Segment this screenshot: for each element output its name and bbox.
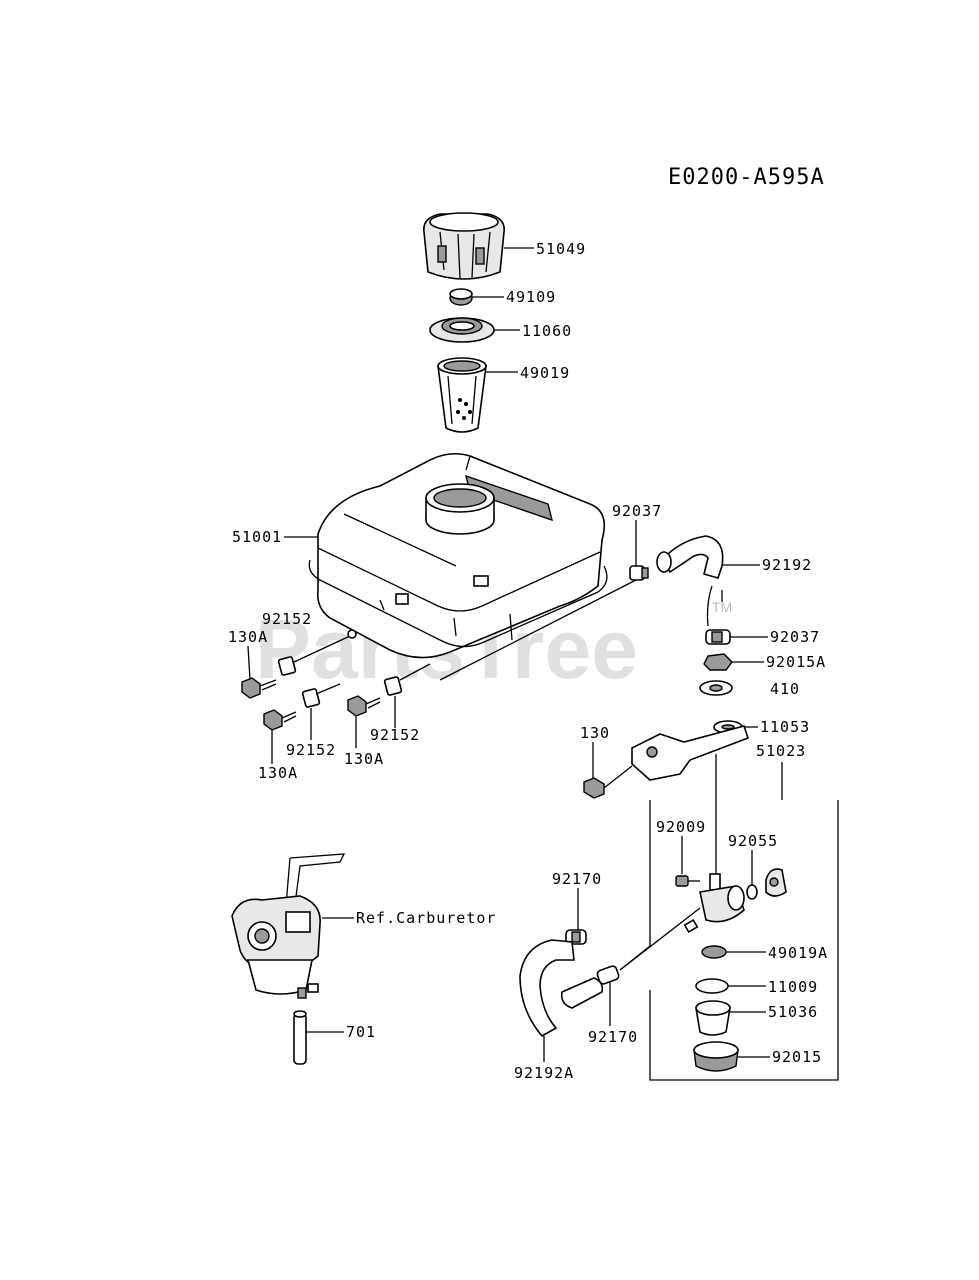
bracket-51023-part[interactable] <box>631 725 750 781</box>
part-label-130A-c[interactable]: 130A <box>344 750 384 768</box>
bolt-130A-a-part[interactable] <box>241 677 277 699</box>
part-label-410[interactable]: 410 <box>770 680 800 698</box>
part-label-92170-b[interactable]: 92170 <box>588 1028 638 1046</box>
part-label-92170-a[interactable]: 92170 <box>552 870 602 888</box>
watermark-tm: TM <box>712 599 732 615</box>
bolt-130A-b-part[interactable] <box>263 709 297 731</box>
carburetor-ref-label[interactable]: Ref.Carburetor <box>356 909 496 927</box>
part-label-92015[interactable]: 92015 <box>772 1048 822 1066</box>
part-label-92055[interactable]: 92055 <box>728 832 778 850</box>
collar-92152-a-part[interactable] <box>277 656 297 676</box>
carburetor-part[interactable] <box>231 853 346 999</box>
fuel-valve-body-part[interactable] <box>619 873 745 971</box>
part-label-130[interactable]: 130 <box>580 724 610 742</box>
collar-92152-c-part[interactable] <box>383 676 403 696</box>
part-label-130A-b[interactable]: 130A <box>258 764 298 782</box>
hose-clamp-lower-part[interactable] <box>705 629 731 645</box>
part-label-701[interactable]: 701 <box>346 1023 376 1041</box>
part-label-49109[interactable]: 49109 <box>506 288 556 306</box>
collar-92152-b-part[interactable] <box>301 688 321 708</box>
part-label-51036[interactable]: 51036 <box>768 1003 818 1021</box>
o-ring-92055-part[interactable] <box>746 884 758 900</box>
bolt-130A-c-part[interactable] <box>347 695 381 717</box>
part-label-11009[interactable]: 11009 <box>768 978 818 996</box>
part-label-92037-a[interactable]: 92037 <box>612 502 662 520</box>
nut-92015A-part[interactable] <box>703 653 733 671</box>
cup-51036-part[interactable] <box>695 1000 731 1036</box>
part-label-51049[interactable]: 51049 <box>536 240 586 258</box>
part-label-92152-c[interactable]: 92152 <box>370 726 420 744</box>
nut-92015-part[interactable] <box>693 1041 739 1072</box>
part-label-92009[interactable]: 92009 <box>656 818 706 836</box>
o-ring-49019A-part[interactable] <box>701 945 727 959</box>
part-label-49019A[interactable]: 49019A <box>768 944 828 962</box>
part-label-92192[interactable]: 92192 <box>762 556 812 574</box>
fuel-hose-upper-part[interactable] <box>656 535 724 579</box>
part-label-11053[interactable]: 11053 <box>760 718 810 736</box>
part-label-130A-a[interactable]: 130A <box>228 628 268 646</box>
filter-11009-part[interactable] <box>695 978 729 994</box>
screw-92009-part[interactable] <box>675 875 700 887</box>
part-label-92015A[interactable]: 92015A <box>766 653 826 671</box>
valve-lever-part[interactable] <box>765 868 787 897</box>
part-label-51001[interactable]: 51001 <box>232 528 282 546</box>
hose-clamp-92170-a-part[interactable] <box>565 929 587 945</box>
part-label-11060[interactable]: 11060 <box>522 322 572 340</box>
bolt-130-part[interactable] <box>583 765 633 799</box>
fuel-strainer-part[interactable] <box>437 357 487 433</box>
part-label-92037-b[interactable]: 92037 <box>770 628 820 646</box>
part-label-92152-a[interactable]: 92152 <box>262 610 312 628</box>
valve-box-left-line <box>619 800 651 971</box>
cap-gasket-part[interactable] <box>449 288 473 306</box>
fuel-tank-part[interactable] <box>308 452 608 659</box>
valve-box-outline <box>649 800 839 1081</box>
part-label-92192A[interactable]: 92192A <box>514 1064 574 1082</box>
part-label-49019[interactable]: 49019 <box>520 364 570 382</box>
washer-410-part[interactable] <box>699 680 733 696</box>
part-label-51023[interactable]: 51023 <box>756 742 806 760</box>
diagram-code: E0200-A595A <box>668 165 825 190</box>
part-label-92152-b[interactable]: 92152 <box>286 741 336 759</box>
hose-clamp-92170-b-part[interactable] <box>596 965 620 985</box>
pipe-701-part[interactable] <box>293 1010 307 1065</box>
hose-clamp-upper-part[interactable] <box>629 565 649 581</box>
fuel-hose-lower-part[interactable] <box>519 939 604 1038</box>
filler-neck-gasket-part[interactable] <box>429 317 495 343</box>
fuel-cap-part[interactable] <box>423 212 505 280</box>
